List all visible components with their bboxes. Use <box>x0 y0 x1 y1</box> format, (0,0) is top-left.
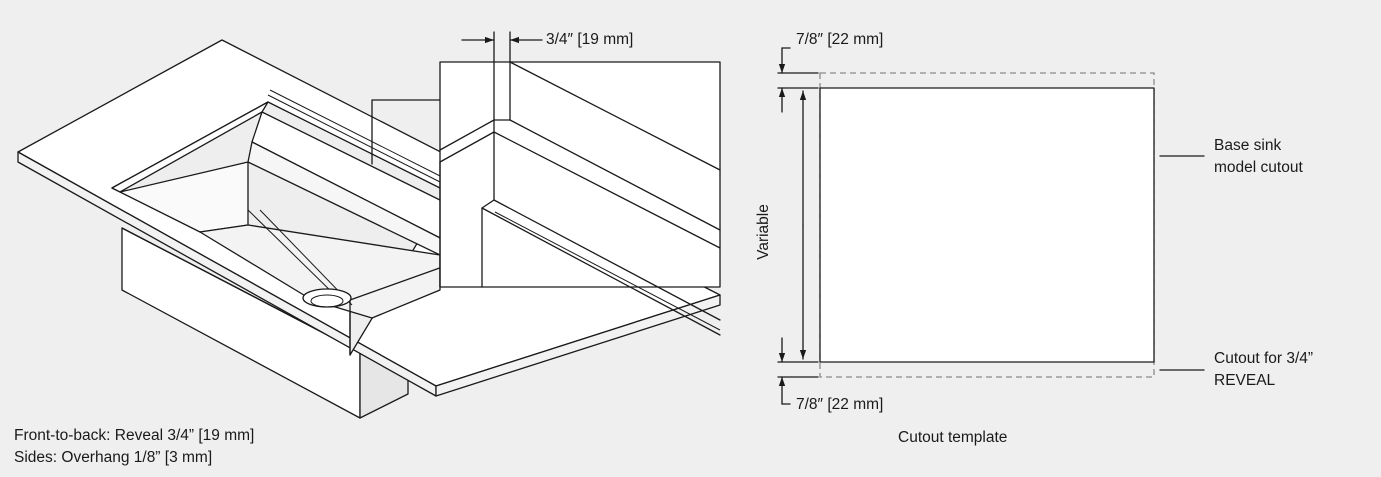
template-caption: Cutout template <box>898 429 1008 446</box>
cutout-template <box>777 47 1205 405</box>
reveal-cutout-label-line2: REVEAL <box>1214 372 1276 389</box>
top-dim-label: 7/8″ [22 mm] <box>796 31 884 48</box>
detail-dim-label: 3/4″ [19 mm] <box>546 31 634 48</box>
variable-dim-label: Variable <box>755 204 772 260</box>
note-sides: Sides: Overhang 1/8” [3 mm] <box>14 449 213 466</box>
bottom-dim-label: 7/8″ [22 mm] <box>796 396 884 413</box>
base-cutout-label-line2: model cutout <box>1214 159 1303 176</box>
detail-leader <box>371 99 441 165</box>
base-cutout-outline <box>819 87 1155 363</box>
isometric-sink <box>17 39 721 419</box>
drain <box>302 288 352 308</box>
sink-bowl <box>111 89 449 356</box>
detail-view <box>439 31 721 336</box>
note-front-to-back: Front-to-back: Reveal 3/4” [19 mm] <box>14 427 255 444</box>
reveal-cutout-label-line1: Cutout for 3/4” <box>1214 350 1314 367</box>
base-cutout-label-line1: Base sink <box>1214 137 1282 154</box>
